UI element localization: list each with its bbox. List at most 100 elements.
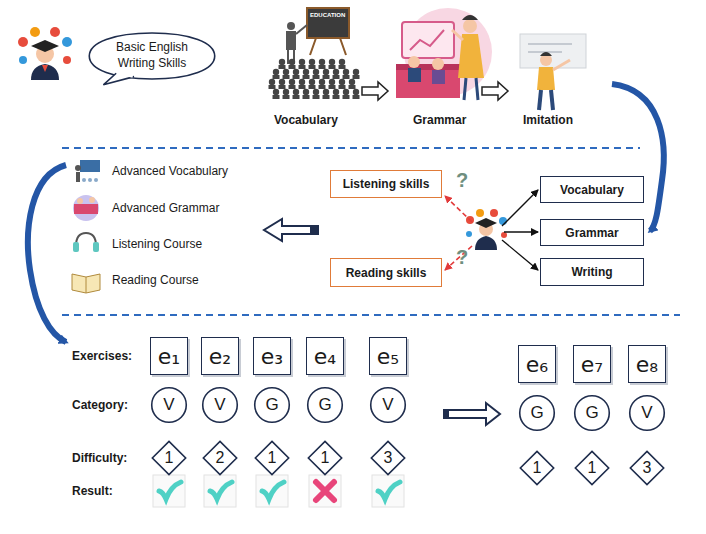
category-circle-shape bbox=[203, 388, 238, 423]
audience-body bbox=[313, 75, 320, 79]
result-box bbox=[309, 475, 341, 507]
category-circle-shape bbox=[152, 388, 187, 423]
audience-head bbox=[343, 89, 349, 95]
grammar-illustration-part bbox=[452, 30, 463, 40]
grammar-illustration-part bbox=[408, 56, 420, 68]
teacher-illustration bbox=[269, 8, 360, 99]
skill-box: Reading skills bbox=[330, 258, 442, 287]
grammar-illustration-part bbox=[476, 78, 478, 100]
skill-box: Grammar bbox=[540, 219, 644, 246]
row-label: Result: bbox=[72, 484, 113, 498]
difficulty-diamond-shape bbox=[152, 441, 185, 474]
category-circle-shape bbox=[630, 396, 665, 431]
audience-body bbox=[293, 75, 300, 79]
hollow-arrow bbox=[264, 219, 318, 241]
question-mark: ? bbox=[456, 169, 468, 192]
picture-caption: Grammar bbox=[413, 113, 466, 127]
node-text: e₈ bbox=[636, 352, 658, 377]
audience-head bbox=[343, 69, 349, 75]
graduate-icon-part bbox=[31, 64, 59, 80]
category-circle: G bbox=[307, 387, 343, 423]
exercise-box: e₃ bbox=[253, 337, 291, 375]
audience-head bbox=[289, 79, 295, 85]
audience-head bbox=[309, 59, 315, 65]
exercise-box: e₈ bbox=[628, 345, 666, 383]
audience-head bbox=[329, 59, 335, 65]
audience-head bbox=[299, 59, 305, 65]
audience-body bbox=[329, 85, 336, 89]
audience-head bbox=[349, 79, 355, 85]
imitation-illustration-part bbox=[551, 90, 553, 110]
grammar-illustration-part bbox=[396, 64, 460, 98]
imitation-illustration-part bbox=[520, 34, 586, 68]
row-label: Category: bbox=[72, 398, 128, 412]
grammar-illustration bbox=[396, 8, 492, 100]
student-icon-part bbox=[476, 209, 484, 217]
audience-head bbox=[319, 59, 325, 65]
result-box bbox=[153, 475, 185, 507]
difficulty-diamond: 3 bbox=[630, 451, 664, 485]
grammar-illustration-part bbox=[408, 68, 421, 82]
difficulty-diamond: 1 bbox=[255, 441, 289, 475]
audience-head bbox=[333, 69, 339, 75]
student-icon-part bbox=[499, 217, 507, 225]
graduate-icon-part bbox=[63, 56, 71, 64]
audience-body bbox=[269, 85, 276, 89]
speech-bubble-shape bbox=[89, 33, 214, 79]
category-circle: V bbox=[629, 395, 665, 431]
graduate-icon-part bbox=[31, 40, 59, 52]
graduate-icon-part bbox=[19, 56, 27, 64]
teacher-illustration-part bbox=[287, 50, 289, 64]
audience-body bbox=[313, 95, 320, 99]
category-circle: V bbox=[151, 387, 187, 423]
exercise-box: e₁ bbox=[150, 337, 188, 375]
bubble-tail bbox=[103, 73, 134, 85]
audience-head bbox=[339, 79, 345, 85]
node-text: Reading skills bbox=[346, 266, 427, 280]
curved-arrow bbox=[28, 165, 66, 342]
picture-caption: Vocabulary bbox=[274, 113, 338, 127]
imitation-illustration-part bbox=[537, 67, 555, 90]
course-label: Listening Course bbox=[112, 237, 202, 251]
node-text: V bbox=[382, 395, 393, 415]
node-text: e₄ bbox=[314, 344, 336, 369]
audience-body bbox=[353, 95, 360, 99]
exercise-box: e₇ bbox=[573, 345, 611, 383]
student-icon-part bbox=[466, 231, 472, 237]
result-box bbox=[372, 475, 404, 507]
audience-head bbox=[319, 79, 325, 85]
grammar-illustration-part bbox=[432, 58, 444, 70]
grammar-illustration-part bbox=[410, 30, 444, 50]
check-mark bbox=[262, 482, 284, 499]
node-text: V bbox=[163, 395, 174, 415]
list-icons-part bbox=[86, 277, 87, 293]
teacher-illustration-part bbox=[340, 38, 346, 55]
audience-head bbox=[309, 79, 315, 85]
difficulty-diamond-shape bbox=[308, 441, 341, 474]
audience-head bbox=[339, 59, 345, 65]
section-divider bbox=[62, 147, 640, 149]
node-text: Writing bbox=[571, 265, 612, 279]
node-text: 1 bbox=[533, 459, 542, 477]
audience-head bbox=[353, 89, 359, 95]
audience-body bbox=[279, 65, 286, 69]
node-text: e₂ bbox=[209, 344, 231, 369]
node-text: e₅ bbox=[377, 344, 399, 369]
grammar-illustration-part bbox=[432, 70, 445, 84]
list-icons-part bbox=[74, 204, 98, 214]
course-label: Advanced Vocabulary bbox=[112, 164, 228, 178]
graduate-icon-part bbox=[50, 27, 60, 37]
list-icons-part bbox=[80, 160, 100, 172]
node-text: G bbox=[265, 395, 278, 415]
list-icons-part-part bbox=[94, 178, 98, 182]
teacher-illustration-part bbox=[296, 25, 307, 34]
audience-head bbox=[323, 89, 329, 95]
difficulty-diamond: 1 bbox=[575, 451, 609, 485]
teacher-illustration-part bbox=[310, 38, 316, 55]
check-mark bbox=[378, 482, 400, 499]
section-divider bbox=[62, 314, 680, 316]
node-text: 2 bbox=[216, 449, 225, 467]
hollow-arrow bbox=[446, 403, 500, 425]
audience-body bbox=[309, 85, 316, 89]
